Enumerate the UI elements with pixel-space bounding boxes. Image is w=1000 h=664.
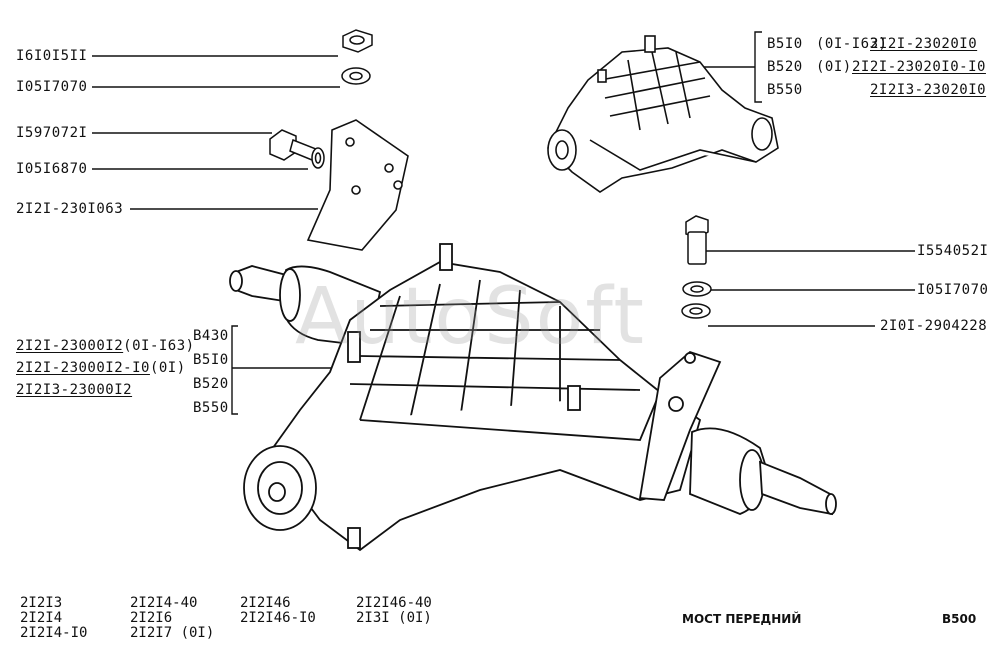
upper-variant-part: 2I2I-23020I0: [870, 36, 978, 52]
callout-washer-left: I05I6870: [16, 161, 88, 177]
page-code: B500: [942, 612, 977, 626]
model-item: 2I2I46: [240, 595, 291, 611]
model-item: 2I3I (0I): [356, 610, 432, 626]
callout-spring-washer: 2I0I-2904228: [880, 318, 988, 334]
model-item: 2I2I4-I0: [20, 625, 88, 641]
upper-variant-code: B520: [767, 59, 803, 75]
model-item: 2I2I6: [130, 610, 173, 626]
model-item: 2I2I46-I0: [240, 610, 316, 626]
lower-variant-code: B5I0: [193, 352, 229, 368]
bracket-part: [306, 119, 409, 251]
model-item: 2I2I46-40: [356, 595, 432, 611]
lower-part-note: (0I-I63): [123, 338, 195, 354]
callout-bolt-right: I554052I: [917, 243, 989, 259]
washer-top-part: [341, 67, 371, 85]
lower-part-row: 2I2I-23000I2-I0(0I): [16, 360, 186, 376]
main-housing-part: [229, 243, 837, 552]
model-item: 2I2I3: [20, 595, 63, 611]
bolt-right-part: [685, 215, 709, 265]
lower-part-row: 2I2I3-23000I2: [16, 382, 132, 398]
callout-nut: I6I0I5II: [16, 48, 88, 64]
model-item: 2I2I7 (0I): [130, 625, 215, 641]
lower-part-row: 2I2I-23000I2(0I-I63): [16, 338, 195, 354]
model-item: 2I2I4-40: [130, 595, 198, 611]
upper-variant-code: B550: [767, 82, 803, 98]
lower-part-number: 2I2I-23000I2-I0: [16, 360, 150, 376]
spring-washer-right-part: [681, 303, 711, 319]
lower-part-note: (0I): [149, 360, 186, 376]
upper-variant-code: B5I0: [767, 36, 803, 52]
upper-housing-part: [547, 35, 779, 193]
upper-variant-bracket: [754, 31, 762, 103]
upper-variant-note: (0I): [816, 59, 852, 75]
nut-part: [342, 29, 373, 53]
lower-variant-bracket: [231, 325, 238, 415]
lower-part-number: 2I2I-23000I2: [16, 338, 124, 354]
lower-part-number: 2I2I3-23000I2: [16, 382, 133, 398]
lower-variant-code: B550: [193, 400, 229, 416]
lower-variant-code: B520: [193, 376, 229, 392]
upper-variant-part: 2I2I3-23020I0: [870, 82, 987, 98]
callout-bracket: 2I2I-230I063: [16, 201, 124, 217]
callout-bolt-left: I597072I: [16, 125, 88, 141]
upper-variant-note: (0I-I63): [816, 36, 888, 52]
callout-washer-right: I05I7070: [917, 282, 989, 298]
upper-variant-part: 2I2I-23020I0-I0: [852, 59, 986, 75]
washer-right-part: [682, 281, 712, 297]
bolt-left-part: [269, 129, 325, 169]
model-item: 2I2I4: [20, 610, 63, 626]
page-title: МОСТ ПЕРЕДНИЙ: [682, 612, 802, 626]
callout-washer-top: I05I7070: [16, 79, 88, 95]
lower-variant-code: B430: [193, 328, 229, 344]
